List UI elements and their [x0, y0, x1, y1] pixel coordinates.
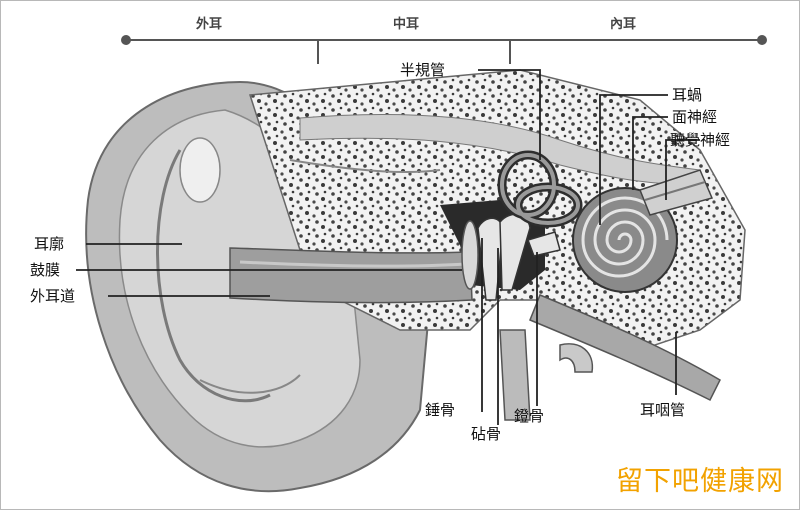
region-label-outer-ear: 外耳	[196, 17, 223, 32]
nerve-bundle	[639, 169, 714, 216]
label-cochlea: 耳蝸	[672, 86, 703, 104]
label-eardrum: 鼓膜	[30, 261, 61, 279]
ear-canal-shape	[229, 247, 473, 304]
label-stapes: 鐙骨	[514, 407, 545, 425]
eustachian-tube-shape	[499, 294, 721, 421]
label-ear-canal: 外耳道	[30, 287, 76, 305]
region-label-middle-ear: 中耳	[393, 17, 420, 32]
label-incus: 砧骨	[471, 425, 502, 443]
label-auricle: 耳廓	[34, 235, 65, 253]
region-label-inner-ear: 內耳	[610, 17, 637, 32]
label-auditory-nerve: 聽覺神經	[670, 131, 731, 149]
region-bracket	[121, 35, 767, 64]
label-semicircular-canals: 半規管	[400, 61, 446, 79]
label-eustachian-tube: 耳咽管	[640, 401, 686, 419]
label-facial-nerve: 面神經	[672, 108, 718, 126]
label-malleus: 錘骨	[425, 401, 456, 419]
leader-lines	[76, 69, 700, 425]
site-watermark: 留下吧健康网	[616, 466, 784, 497]
ossicles	[477, 213, 561, 301]
